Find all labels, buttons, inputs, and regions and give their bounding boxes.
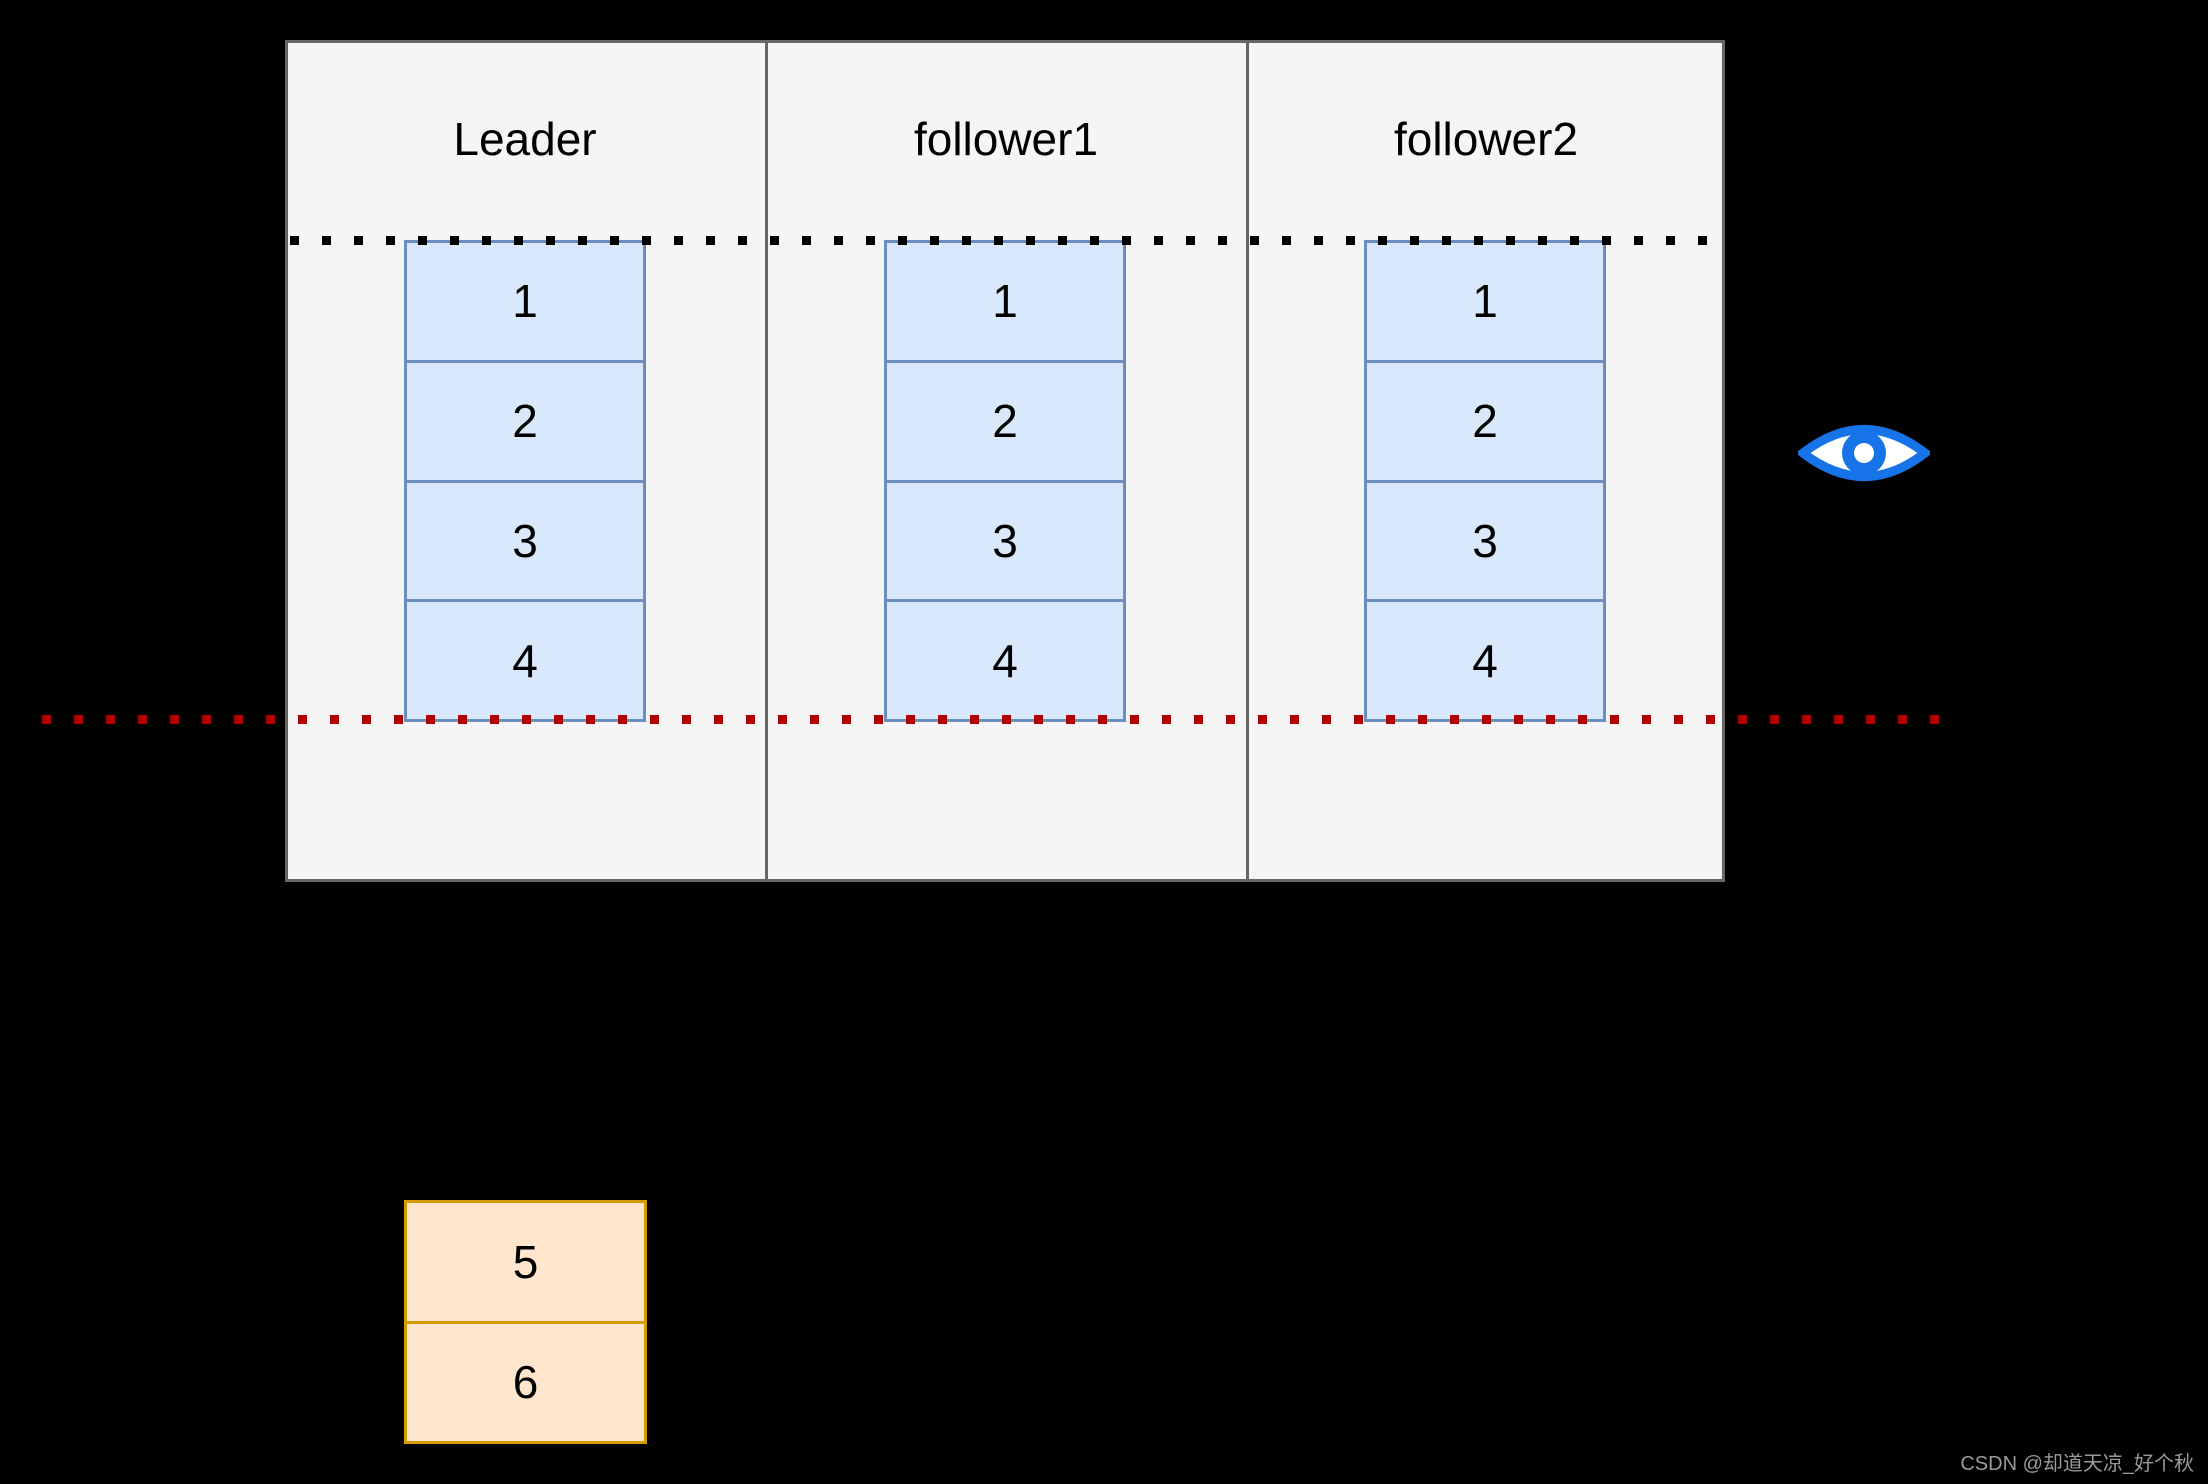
log-entry: 1: [992, 275, 1018, 328]
follower1-log-stack: 1 2 3 4: [884, 240, 1126, 722]
column-divider: [1246, 40, 1249, 882]
log-entry: 4: [887, 599, 1123, 719]
log-entry: 4: [1367, 599, 1603, 719]
log-entry: 5: [512, 1235, 539, 1288]
leader-log-stack: 1 2 3 4: [404, 240, 646, 722]
log-entry: 4: [407, 599, 643, 719]
log-entry: 1: [1472, 275, 1498, 328]
black-dotted-line: [290, 236, 1722, 245]
red-dotted-line: [42, 715, 1950, 724]
column-title-follower2: follower2: [1393, 113, 1579, 165]
log-entry: 3: [1367, 479, 1603, 600]
column-title-leader: Leader: [453, 113, 597, 165]
column-divider: [765, 40, 768, 882]
eye-icon: [1798, 425, 1930, 481]
log-entry: 6: [407, 1320, 644, 1442]
log-entry: 2: [1367, 359, 1603, 480]
watermark-text: CSDN @却道天凉_好个秋: [1960, 1453, 2194, 1475]
new-messages-stack: 5 6: [404, 1200, 647, 1444]
log-entry: 3: [887, 479, 1123, 600]
follower2-log-stack: 1 2 3 4: [1364, 240, 1606, 722]
column-title-follower1: follower1: [913, 113, 1099, 165]
log-entry: 3: [407, 479, 643, 600]
log-entry: 2: [887, 359, 1123, 480]
log-entry: 1: [512, 275, 538, 328]
log-entry: 2: [407, 359, 643, 480]
